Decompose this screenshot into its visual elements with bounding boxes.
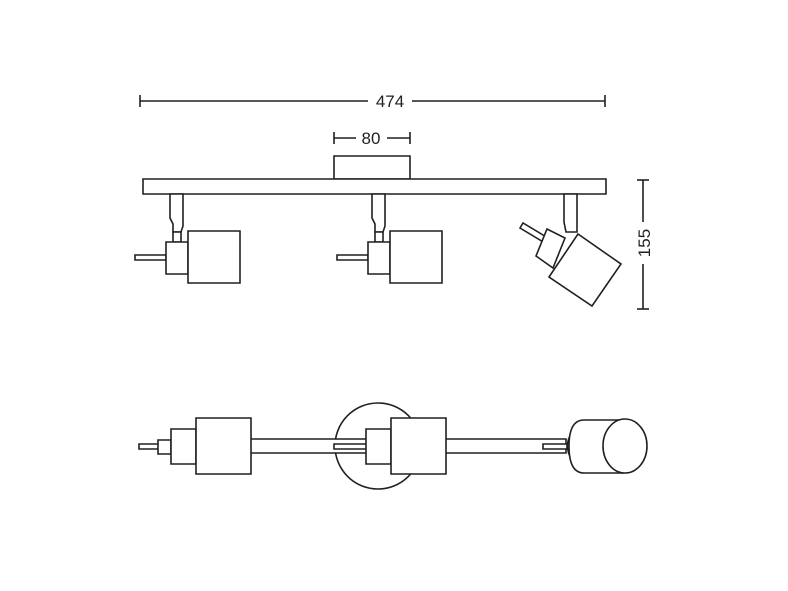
spot-right-tilted bbox=[520, 194, 621, 306]
dimension-height: 155 bbox=[635, 180, 654, 309]
rail-bar bbox=[143, 179, 606, 194]
canopy bbox=[334, 156, 410, 179]
spot-left bbox=[135, 194, 240, 283]
dimension-label-length: 474 bbox=[376, 92, 404, 111]
spot-middle-top bbox=[334, 418, 446, 474]
spot-left-top bbox=[139, 418, 251, 474]
dimension-total-length: 474 bbox=[140, 92, 605, 111]
side-view bbox=[135, 156, 621, 306]
dimension-label-height: 155 bbox=[635, 229, 654, 257]
top-view bbox=[139, 403, 647, 489]
spot-middle bbox=[337, 194, 442, 283]
dimension-canopy-width: 80 bbox=[334, 129, 410, 148]
spot-right-top bbox=[543, 419, 647, 473]
dimension-label-canopy: 80 bbox=[362, 129, 381, 148]
